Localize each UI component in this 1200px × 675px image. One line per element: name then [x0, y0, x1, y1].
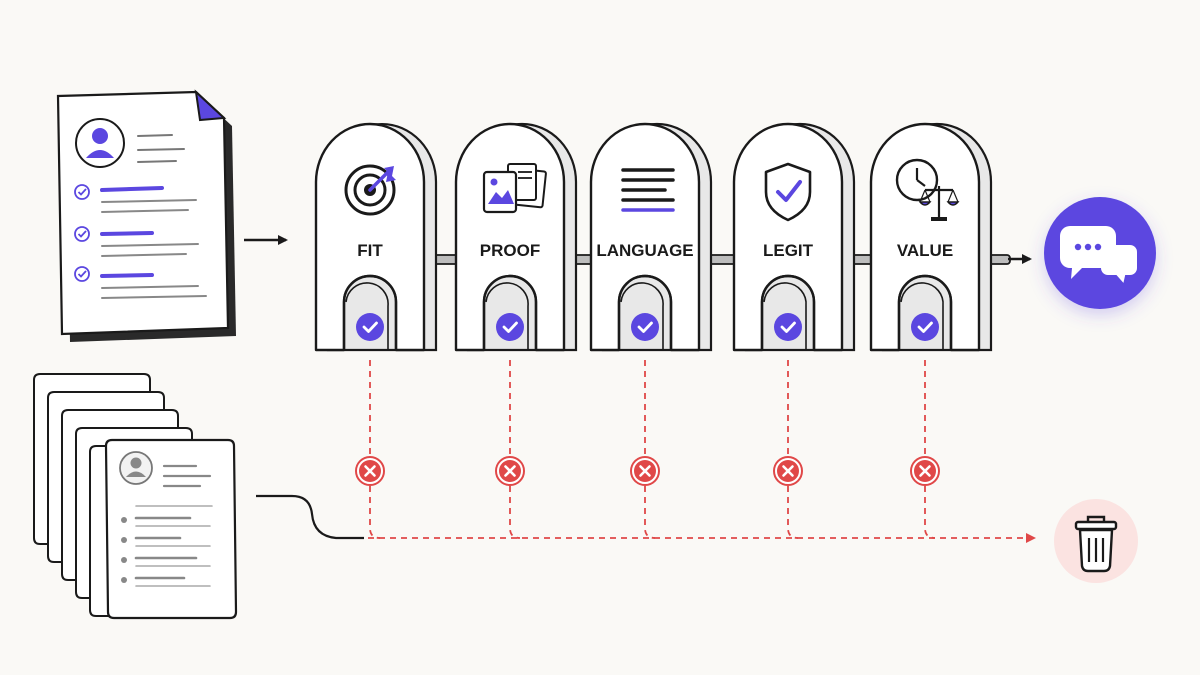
reject-drop-language: [630, 360, 660, 539]
gate-label: LEGIT: [763, 241, 814, 260]
stack-connector: [256, 494, 364, 540]
gate-label: VALUE: [897, 241, 953, 260]
reject-drop-legit: [773, 360, 803, 539]
reject-drop-proof: [495, 360, 525, 539]
gate-legit: LEGIT: [732, 122, 856, 352]
check-badge-icon: [631, 313, 659, 341]
gate-label: LANGUAGE: [596, 241, 693, 260]
x-badge-icon: [773, 456, 803, 486]
check-badge-icon: [356, 313, 384, 341]
x-badge-icon: [355, 456, 385, 486]
resume-stack-icon: [33, 373, 238, 620]
text-lines-icon: [621, 168, 675, 212]
gate-label: PROOF: [480, 241, 540, 260]
x-badge-icon: [495, 456, 525, 486]
target-icon: [344, 164, 396, 216]
chat-bubbles-icon: [1044, 197, 1156, 309]
x-badge-icon: [910, 456, 940, 486]
resume-document-icon: [56, 89, 236, 342]
reject-drop-fit: [355, 360, 385, 539]
checklist: [74, 184, 207, 299]
gate-value: VALUE: [869, 122, 993, 352]
shield-check-icon: [764, 162, 812, 222]
gate-proof: PROOF: [454, 122, 578, 352]
check-badge-icon: [911, 313, 939, 341]
gates: FIT PROOF LANGUAGE LEGIT VALUE: [314, 122, 993, 352]
check-badge-icon: [774, 313, 802, 341]
gate-language: LANGUAGE: [589, 122, 713, 352]
trash-icon: [1054, 499, 1138, 583]
document-image-icon: [482, 163, 547, 214]
gate-label: FIT: [357, 241, 383, 260]
clock-scale-icon: [895, 158, 960, 221]
gate-fit: FIT: [314, 122, 438, 352]
reject-paths: [355, 360, 940, 539]
x-badge-icon: [630, 456, 660, 486]
reject-drop-value: [910, 360, 940, 539]
check-badge-icon: [496, 313, 524, 341]
